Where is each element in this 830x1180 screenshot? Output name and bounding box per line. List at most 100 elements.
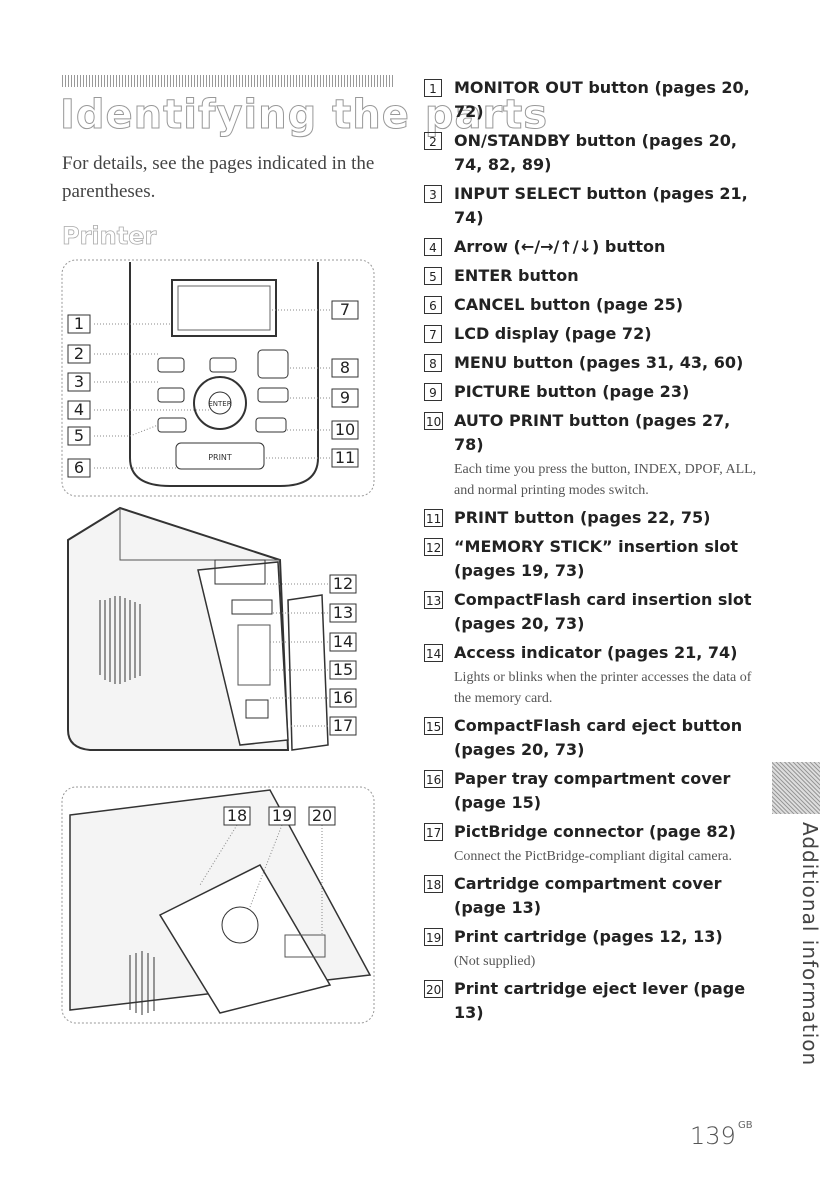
item-label: PICTURE button (page 23) [454,382,690,401]
figure-number: 10 [335,420,355,439]
item-label: PictBridge connector (page 82) [454,822,736,841]
item-label: ENTER button [454,266,579,285]
list-item: 5 ENTER button [424,264,764,288]
item-number: 14 [424,644,444,662]
list-item: 6 CANCEL button (page 25) [424,293,764,317]
list-item: 9 PICTURE button (page 23) [424,380,764,404]
figure-number: 15 [333,660,353,679]
list-item: 18 Cartridge compartment cover (page 13) [424,872,764,920]
figure-number: 14 [333,632,353,651]
figure-number: 3 [74,372,84,391]
list-item: 15 CompactFlash card eject button (pages … [424,714,764,762]
list-item: 16 Paper tray compartment cover (page 15) [424,767,764,815]
list-item: 1 MONITOR OUT button (pages 20, 72) [424,76,764,124]
item-number: 16 [424,770,444,788]
list-item: 17 PictBridge connector (page 82) Connect … [424,820,764,867]
page-title: Identifying the parts [59,92,549,139]
enter-button-label: ENTER [208,400,231,408]
item-label: CANCEL button (page 25) [454,295,684,314]
figure-number: 11 [335,448,355,467]
figure-number: 20 [312,806,332,825]
item-label: Print cartridge eject lever (page 13) [454,979,746,1022]
list-item: 8 MENU button (pages 31, 43, 60) [424,351,764,375]
figure-number-group: 18 19 20 [223,806,336,826]
figure-number: 5 [74,426,84,445]
item-number: 13 [424,591,444,609]
item-label: Cartridge compartment cover (page 13) [454,874,722,917]
item-number: 1 [424,79,442,97]
figure-number: 13 [333,603,353,622]
print-button-label: PRINT [208,453,232,462]
item-number: 10 [424,412,444,430]
item-description: (Not supplied) [454,954,536,969]
cartridge-compartment-illustration: 18 19 20 [60,785,376,1025]
item-label: CompactFlash card insertion slot (pages … [454,590,752,633]
parts-list: 1 MONITOR OUT button (pages 20, 72) 2 ON/S… [424,76,764,1030]
list-item: 10 AUTO PRINT button (pages 27, 78) Each t… [424,409,764,501]
item-label: “MEMORY STICK” insertion slot (pages 19,… [454,537,738,580]
item-description: Each time you press the button, INDEX, D… [454,462,757,498]
figure-number: 4 [74,400,84,419]
item-description: Connect the PictBridge-compliant digital… [454,849,732,864]
figure-number: 6 [74,458,84,477]
figure-number-group: 1 2 3 4 5 6 7 8 9 10 11 [67,300,359,478]
item-number: 15 [424,717,444,735]
figure-number: 17 [333,716,353,735]
item-number: 9 [424,383,442,401]
figure-number: 19 [272,806,292,825]
item-label: AUTO PRINT button (pages 27, 78) [454,411,731,454]
figure-number: 12 [333,574,353,593]
figure-number: 1 [74,314,84,333]
item-number: 6 [424,296,442,314]
list-item: 12 “MEMORY STICK” insertion slot (pages 1… [424,535,764,583]
item-number: 18 [424,875,444,893]
list-item: 4 Arrow (←/→/↑/↓) button [424,235,764,259]
section-tab-marker [772,762,820,814]
page-number: 139 [690,1122,736,1150]
list-item: 14 Access indicator (pages 21, 74) Lights … [424,641,764,709]
page-number-suffix: GB [738,1120,753,1131]
item-label: INPUT SELECT button (pages 21, 74) [454,184,748,227]
item-number: 5 [424,267,442,285]
control-panel-illustration: ENTER PRINT 1 2 3 4 5 6 7 8 9 10 11 [60,258,376,498]
item-number: 7 [424,325,442,343]
item-label: MENU button (pages 31, 43, 60) [454,353,744,372]
figure-number: 18 [227,806,247,825]
list-item: 3 INPUT SELECT button (pages 21, 74) [424,182,764,230]
figure-number: 2 [74,344,84,363]
list-item: 20 Print cartridge eject lever (page 13) [424,977,764,1025]
figure-number: 7 [340,300,350,319]
item-number: 8 [424,354,442,372]
item-number: 11 [424,509,444,527]
figure-number: 9 [340,388,350,407]
item-label: Access indicator (pages 21, 74) [454,643,738,662]
item-label: MONITOR OUT button (pages 20, 72) [454,78,750,121]
item-number: 4 [424,238,442,256]
title-rule [62,75,394,87]
list-item: 7 LCD display (page 72) [424,322,764,346]
item-label: ON/STANDBY button (pages 20, 74, 82, 89) [454,131,737,174]
item-number: 2 [424,132,442,150]
list-item: 13 CompactFlash card insertion slot (page… [424,588,764,636]
item-description: Lights or blinks when the printer access… [454,670,752,706]
item-label: LCD display (page 72) [454,324,652,343]
list-item: 2 ON/STANDBY button (pages 20, 74, 82, 89… [424,129,764,177]
item-label: Paper tray compartment cover (page 15) [454,769,731,812]
side-section-label: Additional information [770,822,822,1066]
item-number: 17 [424,823,444,841]
item-label: Arrow (←/→/↑/↓) button [454,237,666,256]
printer-front-illustration: 12 13 14 15 16 17 [60,500,376,785]
figure-number-group: 12 13 14 15 16 17 [329,574,357,736]
intro-text: For details, see the pages indicated in … [62,153,375,202]
item-label: CompactFlash card eject button (pages 20… [454,716,743,759]
item-label: Print cartridge (pages 12, 13) [454,927,723,946]
figure-number: 8 [340,358,350,377]
item-number: 3 [424,185,442,203]
item-number: 20 [424,980,444,998]
item-number: 12 [424,538,444,556]
list-item: 11 PRINT button (pages 22, 75) [424,506,764,530]
figure-number: 16 [333,688,353,707]
section-title: Printer [62,222,157,251]
item-label: PRINT button (pages 22, 75) [454,508,711,527]
